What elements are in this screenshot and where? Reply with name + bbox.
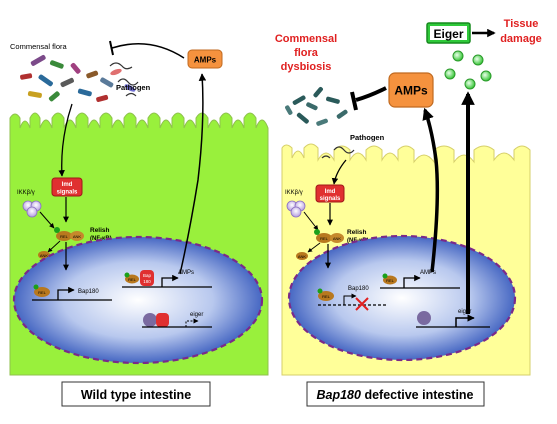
defective-amps-inhibition	[355, 86, 387, 102]
amps-inhibition-bar	[109, 40, 114, 56]
rel-on-amps-label: REL	[128, 277, 137, 282]
defective-caption-rest: defective intestine	[361, 388, 474, 402]
bap180-promoter-arrow	[57, 286, 75, 300]
dysbiosis-line2: flora	[294, 47, 319, 59]
eiger-gene-label: eiger	[190, 312, 203, 318]
defective-ikk-label: IKKβ/γ	[285, 190, 303, 196]
knockout-x-icon	[355, 297, 369, 311]
dysbiosis-line1: Commensal	[275, 33, 337, 45]
relish-label-line1: Relish	[90, 227, 110, 234]
bap180-gene-label: Bap180	[78, 289, 99, 295]
bap180-protein	[140, 270, 154, 286]
defective-caption-italic: Bap180	[316, 388, 361, 402]
defective-eiger-nucleosome	[417, 311, 431, 325]
defective-relish-protein	[314, 229, 344, 243]
free-ank-label: ANK	[40, 253, 49, 258]
defective-amps-gene-label: AMPs	[420, 270, 436, 276]
defective-free-ank	[296, 252, 308, 260]
wild-type-nucleus	[12, 235, 264, 365]
defective-imd-line1: Imd	[325, 189, 336, 195]
defective-caption-box	[306, 381, 485, 407]
defective-amps-promoter	[403, 274, 421, 288]
defective-rel-on-amps-label: REL	[386, 278, 395, 283]
ikk-to-relish-arrow	[39, 211, 55, 229]
defective-amps-label: AMPs	[394, 84, 428, 98]
rel-on-amps-dot	[124, 272, 130, 278]
tissue-damage-line2: damage	[500, 33, 542, 45]
bap-label-line1: Bap	[143, 273, 152, 278]
relish-cleavage-arrow	[47, 240, 61, 253]
defective-imd-line2: signals	[320, 196, 341, 202]
imd-signals-box	[51, 177, 83, 197]
amps-gene-label: AMPs	[178, 270, 194, 276]
defective-imd-box	[315, 184, 345, 203]
defective-relish-cleavage	[307, 242, 321, 253]
pathogen-label: Pathogen	[116, 83, 151, 92]
rel-on-bap180-label: REL	[38, 290, 47, 295]
dysbiosis-line3: dysbiosis	[281, 61, 332, 73]
defective-amps-box	[388, 72, 434, 108]
relish-protein	[54, 227, 84, 241]
defective-bap180-gene-label: Bap180	[348, 286, 369, 292]
eiger-molecule	[452, 50, 464, 62]
rel-label: REL	[60, 234, 69, 239]
ank-label: ANK	[73, 234, 82, 239]
eiger-molecule	[472, 54, 484, 66]
tissue-damage-line1: Tissue	[504, 18, 539, 30]
defective-ank-label: ANK	[333, 236, 342, 241]
wild-type-caption-box	[61, 381, 211, 407]
defective-amps-inhibition-bar	[350, 91, 358, 111]
pathogen-cluster	[109, 62, 139, 97]
eiger-molecule	[480, 70, 492, 82]
bap-label-line2: 180	[143, 279, 151, 284]
defective-pathogen-label: Pathogen	[350, 133, 385, 142]
commensal-flora-cluster	[20, 55, 114, 103]
imd-label-line2: signals	[57, 190, 78, 196]
defective-nucleus	[287, 234, 517, 362]
amps-box-label: AMPs	[194, 56, 217, 65]
rel-on-bap180-dot	[33, 284, 39, 290]
eiger-nucleosome	[143, 313, 157, 327]
defective-eiger-promoter	[455, 314, 475, 327]
amps-promoter-arrow	[161, 274, 179, 287]
defective-eiger-gene-label: eiger	[458, 309, 471, 315]
defective-rel-on-bap180-dot	[317, 288, 323, 294]
free-ank	[38, 251, 50, 259]
commensal-flora-label: Commensal flora	[10, 42, 68, 51]
dysbiotic-flora-cluster	[285, 86, 348, 126]
defective-rel-label: REL	[320, 236, 329, 241]
eiger-molecule	[444, 68, 456, 80]
defective-panel: Commensal flora dysbiosis Pathogen AMPs	[275, 18, 542, 407]
eiger-molecule	[464, 78, 476, 90]
rel-on-bap180	[34, 287, 50, 297]
amps-inhibition-line	[111, 43, 185, 59]
amps-box	[187, 49, 223, 69]
defective-caption: Bap180 defective intestine	[316, 388, 473, 402]
defective-rel-on-amps-dot	[382, 273, 388, 279]
eiger-box-inner	[430, 26, 467, 40]
defective-pathogen-cluster	[321, 146, 355, 159]
defective-free-ank-label: ANK	[298, 254, 307, 259]
defective-ikk-to-relish	[303, 211, 319, 231]
ikk-complex	[22, 200, 42, 218]
wild-type-caption: Wild type intestine	[81, 388, 191, 402]
eiger-bap180-protein	[156, 313, 169, 327]
microbe-to-imd-arrow	[58, 103, 73, 177]
defective-relish-line1: Relish	[347, 229, 367, 236]
defective-bap180-promoter	[343, 293, 357, 305]
eiger-promoter-arrow	[185, 318, 199, 327]
imd-label-line1: Imd	[62, 182, 73, 188]
defective-ikk-complex	[286, 200, 306, 218]
defective-flora-to-imd-arrow	[331, 159, 347, 185]
ikk-label: IKKβ/γ	[17, 190, 35, 196]
eiger-box-label: Eiger	[433, 27, 463, 41]
defective-rel-on-bap180-label: REL	[322, 294, 331, 299]
amps-secretion-arrow	[179, 73, 207, 275]
defective-amps-arrow	[422, 107, 440, 273]
defective-rel-on-bap180	[318, 291, 334, 301]
wild-type-panel: Commensal flora Pathogen AMPs IKKβ/γ Imd…	[9, 40, 269, 407]
